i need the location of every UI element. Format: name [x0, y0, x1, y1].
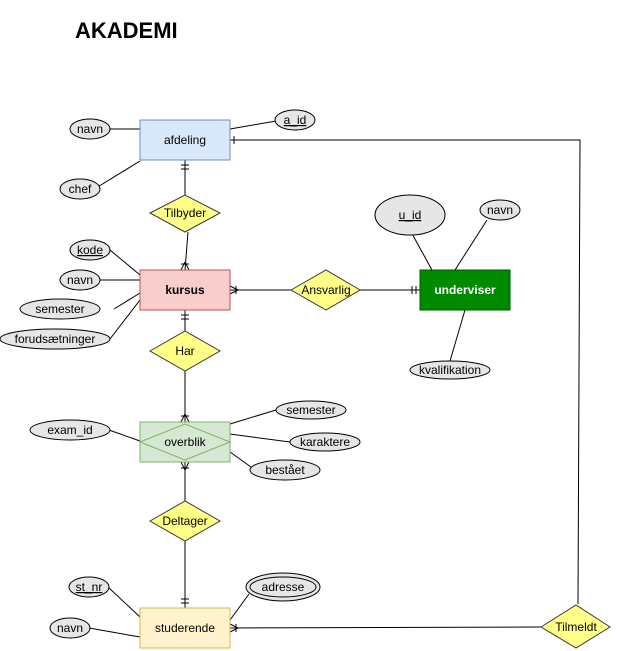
attribute-underviser-kvalifikation[interactable]: kvalifikation — [409, 360, 491, 380]
relationship-tilmeldt-label: Tilmeldt — [555, 620, 597, 634]
entity-afdeling[interactable]: afdeling — [139, 119, 231, 161]
diagram-title: AKADEMI — [75, 18, 178, 43]
attribute-kursus-semester-label: semester — [35, 302, 84, 316]
attribute-studerende-navn-label: navn — [57, 621, 83, 635]
entity-overblik-label: overblik — [164, 435, 206, 449]
attribute-kursus-semester[interactable]: semester — [19, 298, 101, 320]
attribute-underviser-navn-label: navn — [487, 203, 513, 217]
attribute-studerende-adresse[interactable]: adresse — [245, 572, 321, 602]
entity-underviser-label: underviser — [434, 283, 496, 297]
relationship-tilbyder-label: Tilbyder — [164, 206, 206, 220]
attribute-studerende-adresse-label: adresse — [262, 580, 305, 594]
attribute-overblik-exam-id-label: exam_id — [47, 423, 92, 437]
attribute-overblik-karaktere-label: karaktere — [300, 435, 350, 449]
attribute-overblik-karaktere[interactable]: karaktere — [289, 432, 361, 452]
attribute-afdeling-a-id-label: a_id — [284, 113, 307, 127]
entity-overblik[interactable]: overblik — [138, 421, 232, 463]
entity-studerende[interactable]: studerende — [139, 607, 231, 649]
relationship-deltager[interactable]: Deltager — [148, 500, 222, 542]
attribute-afdeling-chef-label: chef — [69, 182, 92, 196]
attribute-studerende-st-nr[interactable]: st_nr — [68, 576, 110, 598]
attribute-overblik-semester[interactable]: semester — [275, 400, 347, 420]
attribute-overblik-bestaaet[interactable]: bestået — [249, 459, 321, 481]
attribute-kursus-navn-label: navn — [67, 273, 93, 287]
entity-studerende-label: studerende — [155, 621, 215, 635]
connector-lines — [88, 120, 581, 638]
attribute-studerende-st-nr-label: st_nr — [76, 580, 103, 594]
relationship-tilbyder[interactable]: Tilbyder — [148, 194, 222, 233]
relationship-tilmeldt[interactable]: Tilmeldt — [540, 604, 611, 649]
attribute-afdeling-navn[interactable]: navn — [69, 118, 111, 140]
attribute-kursus-kode[interactable]: kode — [69, 239, 111, 261]
cardinality-markers — [180, 136, 417, 633]
attribute-afdeling-navn-label: navn — [77, 122, 103, 136]
entity-afdeling-label: afdeling — [164, 133, 206, 147]
attribute-afdeling-a-id[interactable]: a_id — [274, 109, 316, 131]
relationship-deltager-label: Deltager — [162, 514, 207, 528]
attribute-underviser-u-id-label: u_id — [399, 208, 422, 222]
attribute-kursus-navn[interactable]: navn — [59, 269, 101, 291]
relationship-har[interactable]: Har — [148, 330, 222, 372]
attribute-afdeling-chef[interactable]: chef — [59, 178, 101, 200]
attribute-kursus-forudsaetninger[interactable]: forudsætninger — [0, 328, 111, 350]
attribute-underviser-u-id[interactable]: u_id — [374, 194, 446, 236]
entity-underviser[interactable]: underviser — [419, 269, 511, 311]
attribute-overblik-bestaaet-label: bestået — [265, 463, 305, 477]
entity-kursus[interactable]: kursus — [139, 269, 231, 311]
attribute-kursus-forudsaetninger-label: forudsætninger — [15, 332, 96, 346]
relationship-har-label: Har — [175, 344, 194, 358]
attribute-studerende-navn[interactable]: navn — [49, 617, 91, 639]
attribute-kursus-kode-label: kode — [77, 243, 103, 257]
relationship-ansvarlig-label: Ansvarlig — [301, 283, 350, 297]
attribute-overblik-semester-label: semester — [286, 403, 335, 417]
entity-kursus-label: kursus — [165, 283, 205, 297]
relationship-ansvarlig[interactable]: Ansvarlig — [289, 269, 361, 311]
attribute-underviser-kvalifikation-label: kvalifikation — [419, 363, 481, 377]
attribute-underviser-navn[interactable]: navn — [479, 199, 521, 221]
attribute-overblik-exam-id[interactable]: exam_id — [29, 419, 111, 441]
